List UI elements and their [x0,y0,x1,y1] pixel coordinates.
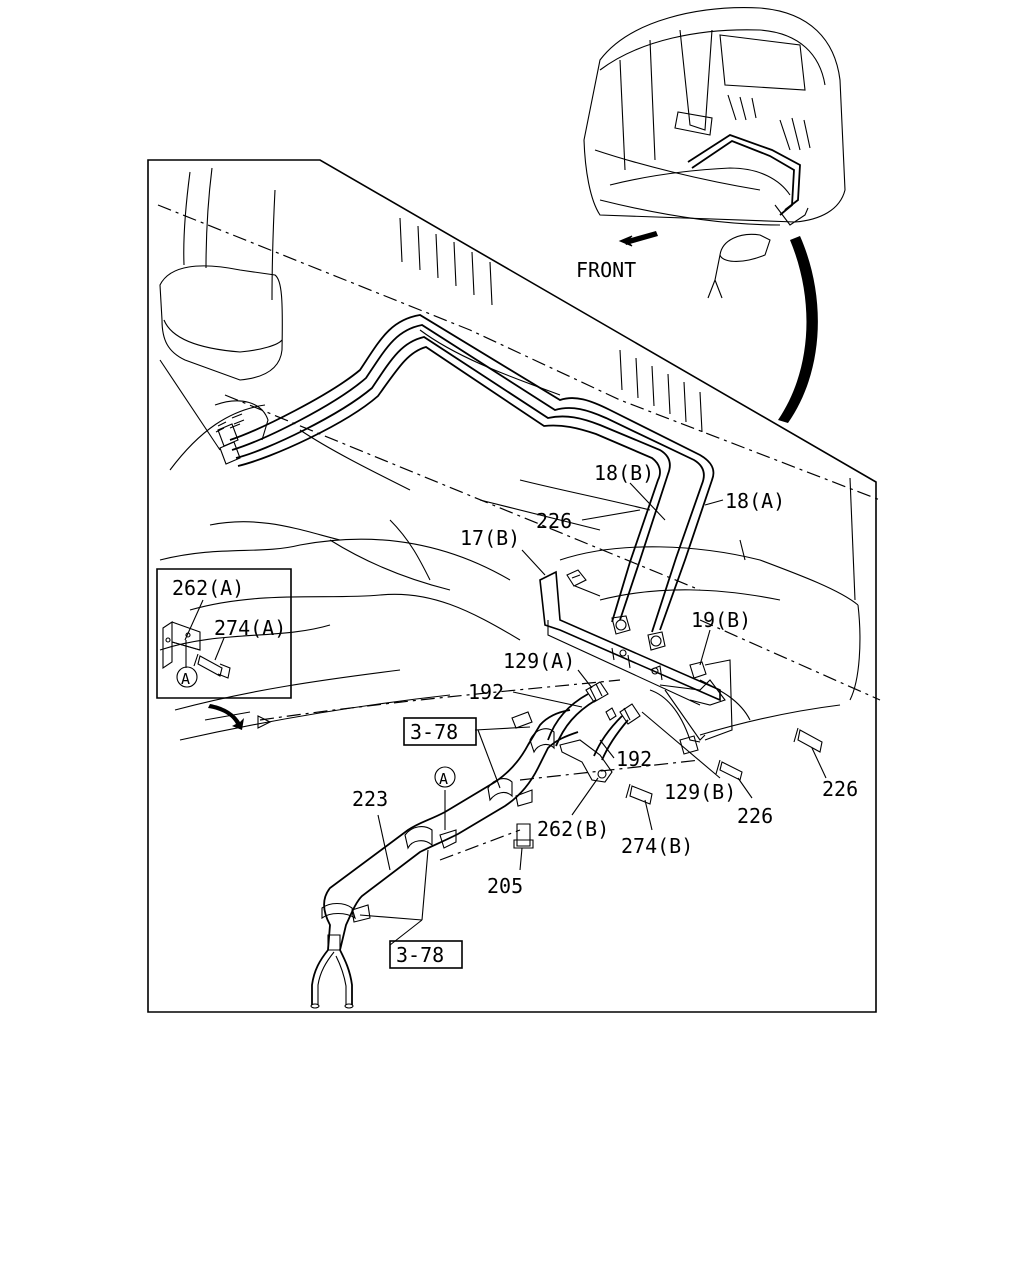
callout-192-lower: 192 [616,747,652,771]
callout-129a: 129(A) [503,649,575,673]
detail-a-inset [156,568,292,730]
inset-leader-arrow [778,236,818,423]
cab-overview-inset: FRONT [576,7,846,299]
callout-226-top: 226 [536,509,572,533]
callout-274a: 274(A) [214,616,286,640]
reference-boxes [389,717,477,969]
bolts [513,569,823,849]
marker-a-main: A [439,770,448,788]
callout-226-middle: 226 [737,804,773,828]
callout-205: 205 [487,874,523,898]
bracket-17b [539,570,733,741]
callout-18b: 18(B) [594,461,654,485]
callout-192-upper: 192 [468,680,504,704]
marker-a-circles [176,666,456,788]
callout-ref-box-upper: 3-78 [410,720,458,744]
marker-a-inset: A [181,670,190,688]
callout-17b: 17(B) [460,526,520,550]
front-direction-label: FRONT [576,258,636,282]
callout-19b: 19(B) [691,608,751,632]
leader-lines [184,482,827,946]
cab-floor-outline [159,167,861,741]
callout-223: 223 [352,787,388,811]
callout-274b: 274(B) [621,834,693,858]
main-detail-frame [147,159,877,1013]
callout-18a: 18(A) [725,489,785,513]
callout-ref-box-lower: 3-78 [396,943,444,967]
callout-226-right: 226 [822,777,858,801]
callout-262a: 262(A) [172,576,244,600]
callout-129b: 129(B) [664,780,736,804]
callout-labels: 18(B) 18(A) 226 17(B) 262(A) 274(A) 19(B… [172,461,858,967]
callout-262b: 262(B) [537,817,609,841]
oil-tubes [215,314,715,651]
hose-223 [310,709,613,1009]
